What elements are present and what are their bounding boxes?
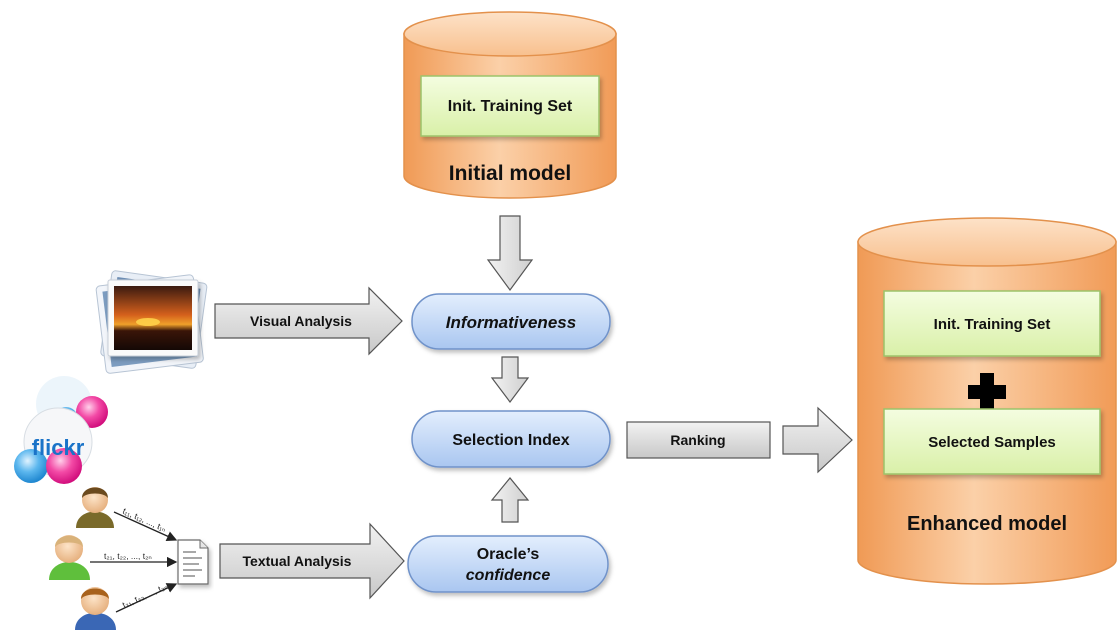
oracle-confidence-node: Oracle’s confidence <box>407 535 609 593</box>
visual-analysis-arrow: Visual Analysis <box>214 286 403 356</box>
arrow-down-to-selection-index <box>490 356 530 403</box>
oracle-label-line1: Oracle’s <box>477 546 540 563</box>
document-icon <box>177 539 209 585</box>
tag-list-top: t₁₁, t₁₂, ..., t₁ₙ <box>121 506 168 534</box>
textual-analysis-label: Textual Analysis <box>243 553 352 569</box>
informativeness-node: Informativeness <box>411 293 611 350</box>
selected-samples-box: Selected Samples <box>883 408 1101 475</box>
plus-icon <box>968 373 1006 411</box>
enhanced-training-set-label: Init. Training Set <box>934 316 1051 333</box>
arrow-down-from-initial-model <box>486 215 534 292</box>
user-avatar-middle <box>49 535 90 580</box>
textual-analysis-arrow: Textual Analysis <box>219 522 405 600</box>
tag-arrow-top <box>113 511 178 541</box>
tag-list-middle: t₂₁, t₂₂, ..., t₂ₙ <box>104 551 152 561</box>
user-avatar-bottom <box>75 587 116 630</box>
enhanced-model-title: Enhanced model <box>907 513 1067 535</box>
selected-samples-label: Selected Samples <box>928 434 1056 451</box>
oracle-label-line2: confidence <box>466 567 551 584</box>
ranking-label: Ranking <box>670 432 725 448</box>
enhanced-training-set-box: Init. Training Set <box>883 290 1101 357</box>
selection-index-label: Selection Index <box>452 432 569 449</box>
flickr-wordmark: flickr <box>32 435 85 460</box>
tag-list-bottom: t₃₁, t₃₂, ..., t₃ₙ <box>121 581 169 610</box>
initial-training-set-box: Init. Training Set <box>420 75 600 137</box>
ranking-arrow <box>782 406 853 474</box>
arrow-up-from-oracle <box>490 477 530 523</box>
tag-arrow-bottom <box>115 583 178 613</box>
ranking-label-box: Ranking <box>626 421 771 459</box>
informativeness-label: Informativeness <box>446 313 576 332</box>
flickr-logo: flickr <box>14 376 108 484</box>
photo-stack-icon <box>95 270 208 374</box>
initial-model-title: Initial model <box>449 162 572 185</box>
visual-analysis-label: Visual Analysis <box>250 313 352 329</box>
initial-training-set-label: Init. Training Set <box>448 98 573 115</box>
selection-index-node: Selection Index <box>411 410 611 468</box>
user-avatar-top <box>76 487 114 528</box>
